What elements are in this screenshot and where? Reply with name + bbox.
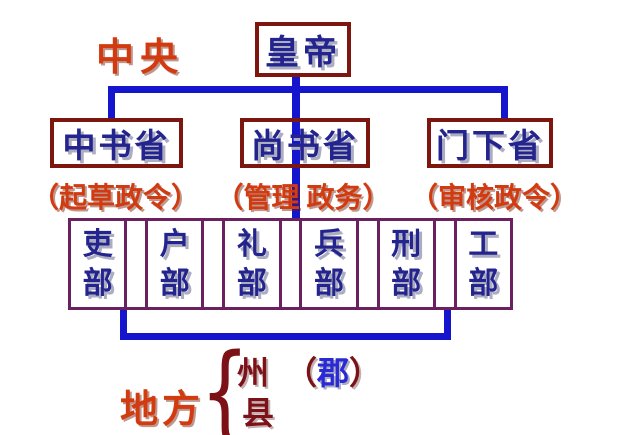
ministry-libu-cell: 吏部 (71, 221, 128, 307)
ministry-xingbu-cell: 刑部 (380, 221, 436, 307)
paren-open: （ (285, 355, 318, 391)
paren-close: ） (349, 355, 382, 391)
bracket-bottom-line (120, 333, 451, 340)
dept-shangshusheng-function: （管理 政务） (215, 183, 391, 214)
ministry-hubu-cell: 户部 (148, 221, 205, 307)
ministry-bingbu-cell: 兵部 (302, 221, 359, 307)
ministry-gongbu-cell: 工部 (457, 221, 510, 307)
ministry-lipbu-label: 礼部 (236, 228, 267, 300)
local-brace: { (200, 331, 250, 435)
bracket-right-line (444, 308, 451, 340)
jun-text: 郡 (317, 355, 350, 391)
ministry-divider-gap (436, 221, 457, 307)
local-line-zhou-jun: 州 （郡） (237, 348, 381, 394)
connector-left-drop-line (108, 86, 115, 120)
ministry-divider-gap (127, 221, 149, 307)
ministry-divider-gap (204, 221, 226, 307)
ministry-libu-label: 吏部 (82, 228, 113, 300)
dept-zhongshusheng-box: 中书省 (50, 118, 183, 168)
zhou-text: 州 (237, 355, 270, 391)
dept-shangshusheng-box: 尚书省 (240, 118, 370, 168)
ministry-gongbu-label: 工部 (468, 228, 499, 300)
dept-menxiasheng-box: 门下省 (427, 118, 553, 168)
local-line-xian: 县 (242, 395, 275, 431)
emperor-box: 皇帝 (255, 22, 351, 77)
dept-zhongshusheng-function: （起草政令） (30, 183, 199, 214)
ministry-divider-gap (282, 221, 303, 307)
ministry-divider-gap (359, 221, 380, 307)
ministries-strip: 吏部 户部 礼部 兵部 刑部 工部 (68, 218, 513, 310)
ministry-hubu-label: 户部 (159, 228, 190, 300)
bracket-left-line (120, 308, 127, 340)
local-label: 地方 (120, 389, 205, 431)
connector-emperor-vertical-line (292, 75, 300, 218)
ministry-xingbu-label: 刑部 (391, 228, 422, 300)
ministry-lipbu-cell: 礼部 (225, 221, 282, 307)
connector-right-drop-line (501, 86, 508, 120)
central-label: 中央 (96, 37, 185, 79)
ministry-bingbu-label: 兵部 (314, 228, 345, 300)
connector-top-horizontal-line (108, 86, 508, 93)
dept-menxiasheng-function: （审核政令） (410, 183, 579, 214)
